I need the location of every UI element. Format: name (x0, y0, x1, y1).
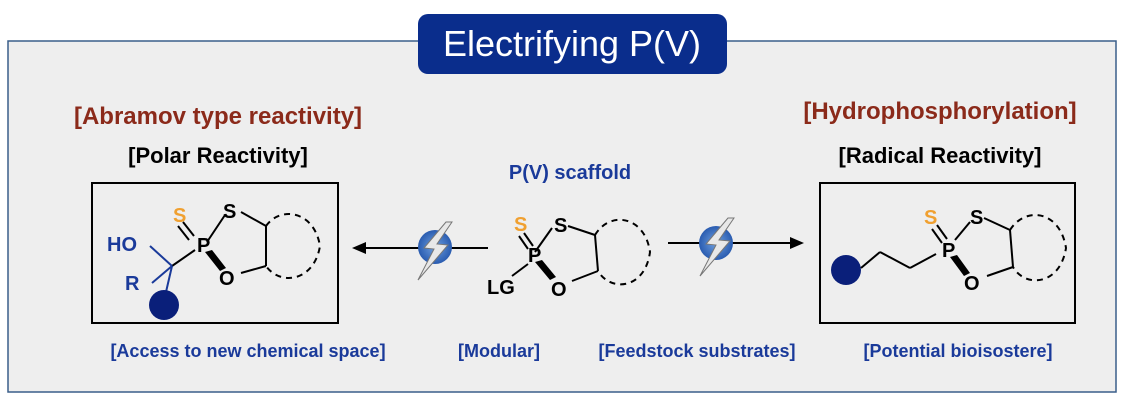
svg-text:S: S (173, 205, 186, 227)
caption-bioisostere: [Potential bioisostere] (863, 341, 1052, 361)
right-product-structure: S P S O (819, 182, 1076, 324)
left-heading-black: [Polar Reactivity] (128, 143, 308, 168)
right-heading-red: [Hydrophosphorylation] (803, 98, 1076, 125)
svg-text:S: S (554, 215, 567, 237)
caption-feedstock: [Feedstock substrates] (598, 341, 795, 361)
svg-text:LG: LG (487, 277, 515, 299)
lightning-bolt-icon (417, 221, 453, 281)
center-scaffold-structure: S P S O LG (487, 214, 652, 301)
left-heading-red: [Abramov type reactivity] (74, 103, 362, 130)
svg-text:O: O (219, 268, 235, 290)
svg-text:O: O (964, 273, 980, 295)
substituent-dot (149, 290, 179, 320)
svg-text:P: P (197, 235, 210, 257)
svg-text:S: S (970, 207, 983, 229)
right-heading-black: [Radical Reactivity] (839, 143, 1042, 168)
caption-chemical-space: [Access to new chemical space] (110, 341, 385, 361)
svg-text:P: P (528, 245, 541, 267)
lightning-bolt-icon (699, 217, 735, 277)
svg-text:S: S (924, 207, 937, 229)
svg-text:S: S (223, 201, 236, 223)
svg-text:P: P (942, 240, 955, 262)
svg-text:O: O (551, 279, 567, 301)
substituent-dot (831, 255, 861, 285)
svg-text:S: S (514, 214, 527, 236)
page-title: Electrifying P(V) (443, 23, 701, 64)
left-product-structure: S P S O HO R (91, 182, 339, 324)
center-heading: P(V) scaffold (509, 162, 631, 184)
outer-panel (7, 40, 1117, 393)
svg-text:R: R (125, 273, 140, 295)
caption-modular: [Modular] (458, 341, 540, 361)
svg-text:HO: HO (107, 234, 137, 256)
title-badge: Electrifying P(V) (418, 14, 727, 74)
